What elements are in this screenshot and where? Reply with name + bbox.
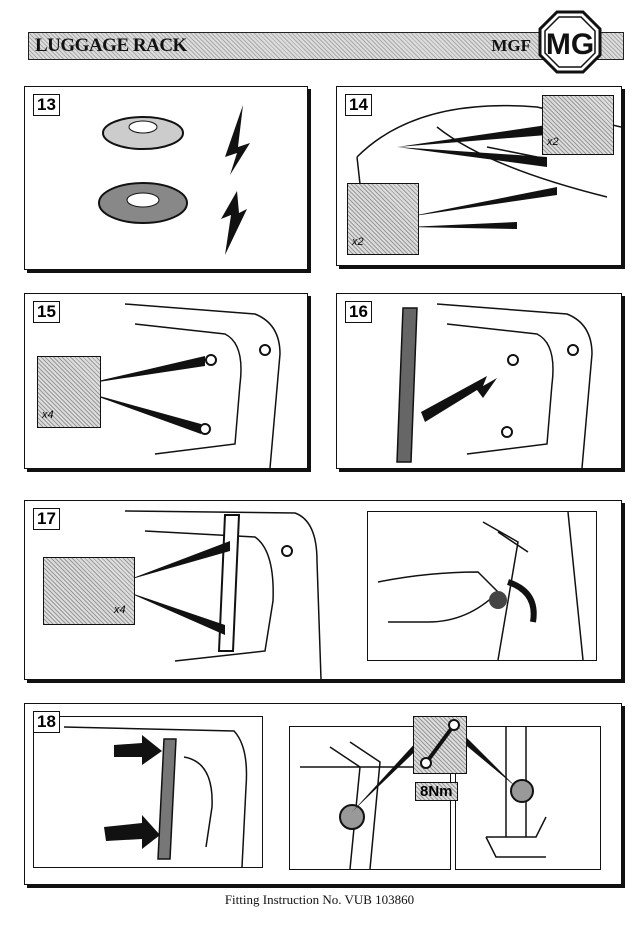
wrench-icon bbox=[413, 716, 467, 774]
model-name: MGF bbox=[491, 36, 531, 55]
quantity-label: x2 bbox=[352, 236, 364, 248]
tighten-nut-illustration bbox=[367, 511, 597, 661]
step-16-panel: 16 bbox=[336, 293, 622, 469]
mg-logo-icon: MG bbox=[538, 10, 602, 74]
step-number: 17 bbox=[33, 508, 60, 530]
quantity-label: x4 bbox=[42, 409, 54, 421]
quantity-label: x4 bbox=[114, 604, 126, 616]
step-14-panel: 14 x2 x2 bbox=[336, 86, 622, 266]
document-title: LUGGAGE RACK bbox=[35, 35, 187, 56]
header-bar: LUGGAGE RACK MGF bbox=[28, 32, 624, 60]
step-number: 13 bbox=[33, 94, 60, 116]
step-18-panel: 18 8Nm bbox=[24, 703, 622, 885]
rack-fitted-illustration bbox=[33, 716, 263, 868]
step-number: 14 bbox=[345, 94, 372, 116]
nut-washer-inset: x4 bbox=[43, 557, 135, 625]
washer-inset: x4 bbox=[37, 356, 101, 428]
grommet-inset-bottom: x2 bbox=[347, 183, 419, 255]
nut-closeup-right bbox=[455, 726, 601, 870]
quantity-label: x2 bbox=[547, 136, 559, 148]
svg-text:MG: MG bbox=[546, 28, 594, 61]
step-number: 15 bbox=[33, 301, 60, 323]
footer-instruction-number: Fitting Instruction No. VUB 103860 bbox=[224, 892, 415, 907]
step-number: 16 bbox=[345, 301, 372, 323]
step-15-panel: 15 x4 bbox=[24, 293, 308, 469]
step-number: 18 bbox=[33, 711, 60, 733]
grommet-inset-top: x2 bbox=[542, 95, 614, 155]
torque-value: 8Nm bbox=[415, 782, 458, 801]
step-17-panel: 17 x4 bbox=[24, 500, 622, 680]
step-13-panel: 13 bbox=[24, 86, 308, 270]
